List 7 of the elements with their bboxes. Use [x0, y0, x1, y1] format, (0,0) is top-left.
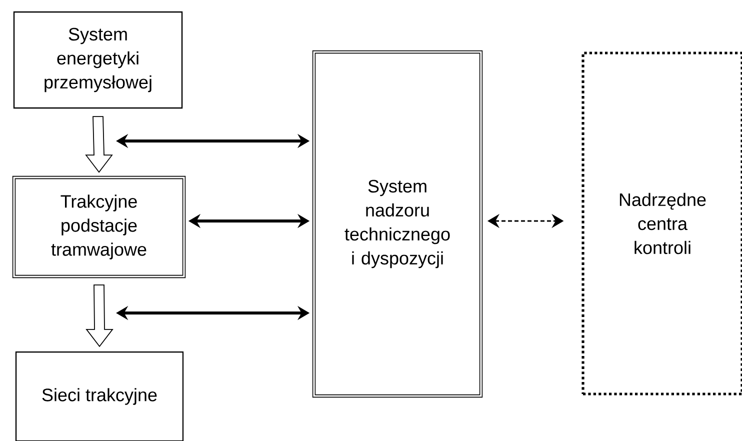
hollow-arrow: [86, 284, 114, 348]
process-box: System energetyki przemysłowej: [13, 11, 183, 109]
process-box: System nadzoru technicznego i dyspozycji: [312, 50, 483, 398]
dotted-box: Nadrzędne centra kontroli: [582, 52, 742, 396]
hollow-arrow: [85, 116, 113, 173]
process-box: Trakcyjne podstacje tramwajowe: [12, 176, 186, 278]
process-box: Sieci trakcyjne: [15, 351, 184, 441]
